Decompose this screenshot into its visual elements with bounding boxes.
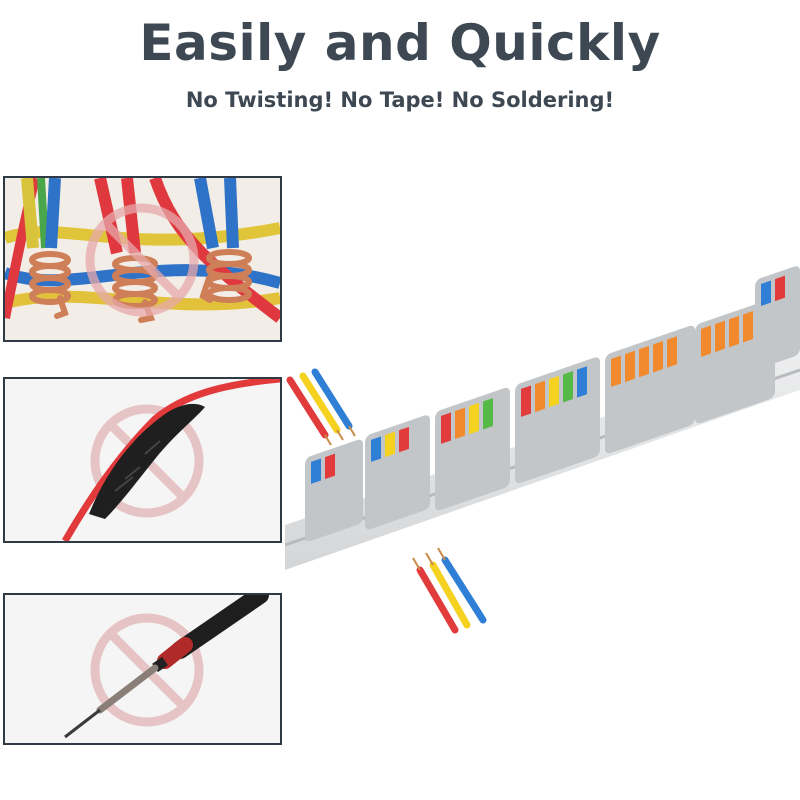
prohibition-icon [85,203,199,317]
page-subtitle: No Twisting! No Tape! No Soldering! [185,88,615,112]
soldering-iron-panel [3,593,282,745]
connector-rail-illustration [284,240,800,640]
electrical-tape-icon [5,379,280,541]
wire-connector-icon [284,266,800,634]
electrical-tape-panel [3,377,282,543]
twisted-wires-icon [5,178,280,340]
soldering-iron-icon [5,595,280,743]
twisted-wires-panel [3,176,282,342]
page-title: Easily and Quickly [139,14,661,72]
